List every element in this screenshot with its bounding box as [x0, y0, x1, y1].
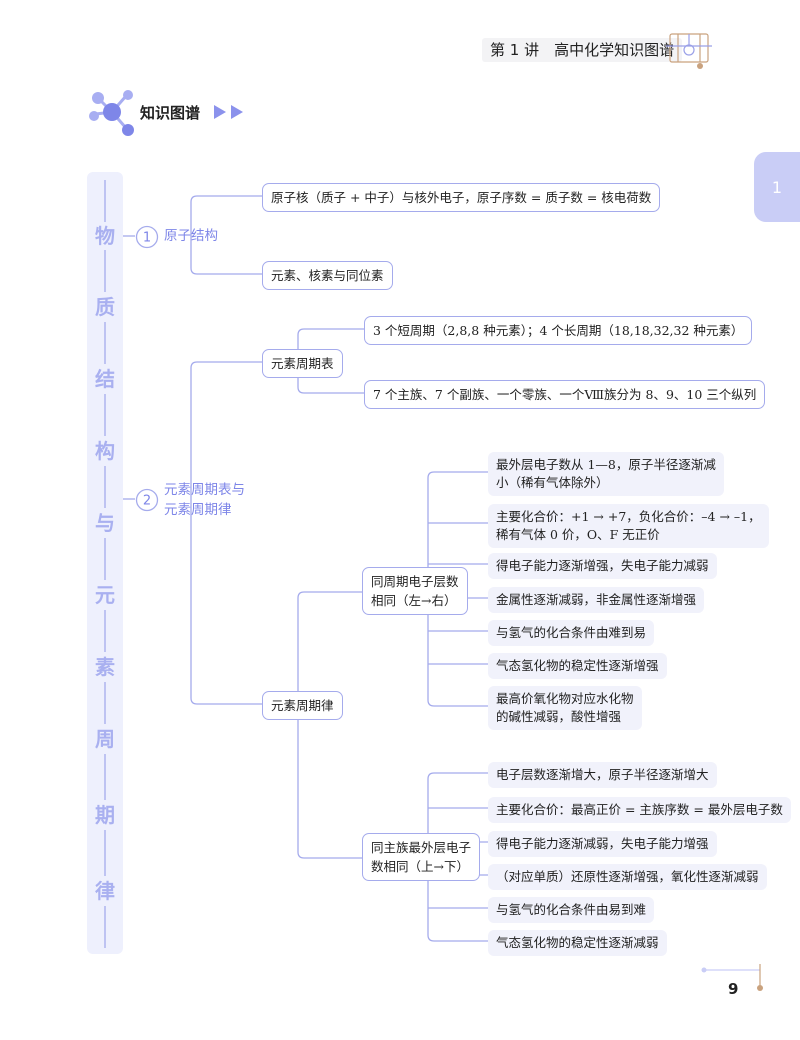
spine-char: 素: [95, 655, 115, 679]
leaf-line: 小（稀有气体除外）: [496, 475, 609, 490]
leaf-group-valence: 主要化合价：最高正价 = 主族序数 = 最外层电子数: [488, 797, 791, 823]
leaf-period-oxide: 最高价氧化物对应水化物 的碱性减弱，酸性增强: [488, 686, 642, 730]
spine-char: 结: [95, 367, 115, 391]
page-number: 9: [728, 980, 739, 998]
leaf-atomic-nucleus: 原子核（质子 + 中子）与核外电子，原子序数 = 质子数 = 核电荷数: [262, 183, 661, 212]
branch-label-atomic-structure: 原子结构: [164, 228, 218, 244]
node-periodic-law: 元素周期律: [262, 691, 343, 720]
leaf-line: 主要化合价：+1 → +7，负化合价：–4 → –1，: [496, 509, 761, 524]
chapter-title: 第 1 讲 高中化学知识图谱: [482, 38, 683, 62]
leaf-groups: 7 个主族、7 个副族、一个零族、一个Ⅷ族分为 8、9、10 三个纵列: [364, 380, 766, 409]
leaf-periods: 3 个短周期（2,8,8 种元素）；4 个长周期（18,18,32,32 种元素…: [364, 316, 753, 345]
lab-glassware-icon: [666, 33, 712, 69]
node-line: 同主族最外层电子: [371, 840, 472, 855]
leaf-line: 最外层电子数从 1—8，原子半径逐渐减: [496, 457, 716, 472]
node-line: 同周期电子层数: [371, 574, 459, 589]
molecule-icon: [89, 90, 134, 136]
section-title: 知识图谱: [140, 104, 201, 122]
leaf-period-hydrogen: 与氢气的化合条件由难到易: [488, 620, 655, 646]
leaf-period-valence-electrons: 最外层电子数从 1—8，原子半径逐渐减 小（稀有气体除外）: [488, 452, 724, 496]
leaf-group-hydrogen: 与氢气的化合条件由易到难: [488, 897, 655, 923]
node-line: 相同（左→右）: [371, 593, 457, 608]
spine-char: 构: [95, 439, 115, 463]
leaf-period-valence: 主要化合价：+1 → +7，负化合价：–4 → –1， 稀有气体 0 价，O、F…: [488, 504, 769, 548]
leaf-group-electron-gain: 得电子能力逐渐减弱，失电子能力增强: [488, 831, 717, 857]
leaf-group-shells: 电子层数逐渐增大，原子半径逐渐增大: [488, 762, 717, 788]
leaf-line: 的碱性减弱，酸性增强: [496, 709, 622, 724]
spine-char: 元: [95, 583, 115, 607]
node-same-period: 同周期电子层数 相同（左→右）: [362, 567, 468, 615]
spine-char: 律: [95, 879, 115, 903]
spine-char: 周: [95, 727, 115, 751]
leaf-elements-isotopes: 元素、核素与同位素: [262, 261, 393, 290]
spine-char: 与: [95, 511, 115, 535]
leaf-line: 最高价氧化物对应水化物: [496, 691, 634, 706]
double-arrow-icon: [214, 105, 243, 119]
leaf-group-reducibility: （对应单质）还原性逐渐增强，氧化性逐渐减弱: [488, 864, 767, 890]
branch-number: 2: [143, 494, 151, 509]
branch-label-line: 元素周期表与: [164, 482, 245, 498]
branch-number: 1: [143, 231, 151, 246]
branch-number-badge: 1: [135, 225, 159, 249]
leaf-period-metallicity: 金属性逐渐减弱，非金属性逐渐增强: [488, 587, 705, 613]
spine-char: 期: [95, 803, 115, 827]
leaf-group-hydride: 气态氢化物的稳定性逐渐减弱: [488, 930, 667, 956]
leaf-line: 稀有气体 0 价，O、F 无正价: [496, 527, 660, 542]
branch-label-periodic: 元素周期表与 元素周期律: [164, 480, 245, 520]
chapter-side-tab: 1: [754, 152, 800, 222]
node-periodic-table: 元素周期表: [262, 349, 343, 378]
branch-label-line: 元素周期律: [164, 502, 232, 518]
branch-number-badge: 2: [135, 488, 159, 512]
leaf-period-electron-gain: 得电子能力逐渐增强，失电子能力减弱: [488, 553, 717, 579]
footer-decoration-icon: [701, 964, 763, 991]
node-line: 数相同（上→下）: [371, 859, 469, 874]
spine-char: 质: [95, 295, 115, 319]
spine-char: 物: [95, 224, 115, 248]
node-same-group: 同主族最外层电子 数相同（上→下）: [362, 833, 481, 881]
leaf-period-hydride: 气态氢化物的稳定性逐渐增强: [488, 653, 667, 679]
